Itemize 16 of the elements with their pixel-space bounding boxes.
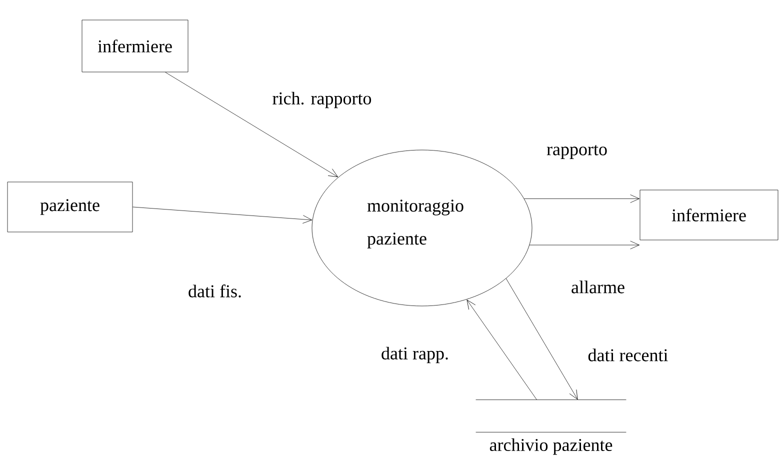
arrow (524, 194, 640, 203)
external-entity-box: infermiere (82, 20, 188, 72)
edge-label: dati recenti (588, 348, 668, 362)
edge-label: rapporto (546, 145, 607, 159)
arrow (466, 300, 537, 400)
external-entity-box: paziente (7, 182, 133, 232)
edge-label: dati fis. (188, 284, 241, 298)
arrow (506, 278, 578, 400)
arrow (165, 72, 338, 178)
edge-label: dati rapp. (382, 346, 448, 364)
arrow (132, 206, 312, 224)
edge-label: allarme (572, 280, 624, 294)
edge-label: rich. rapporto (272, 92, 372, 108)
external-entity-box: infermiere (640, 190, 778, 240)
data-store: archivio paziente (476, 400, 626, 455)
arrow (529, 240, 640, 250)
